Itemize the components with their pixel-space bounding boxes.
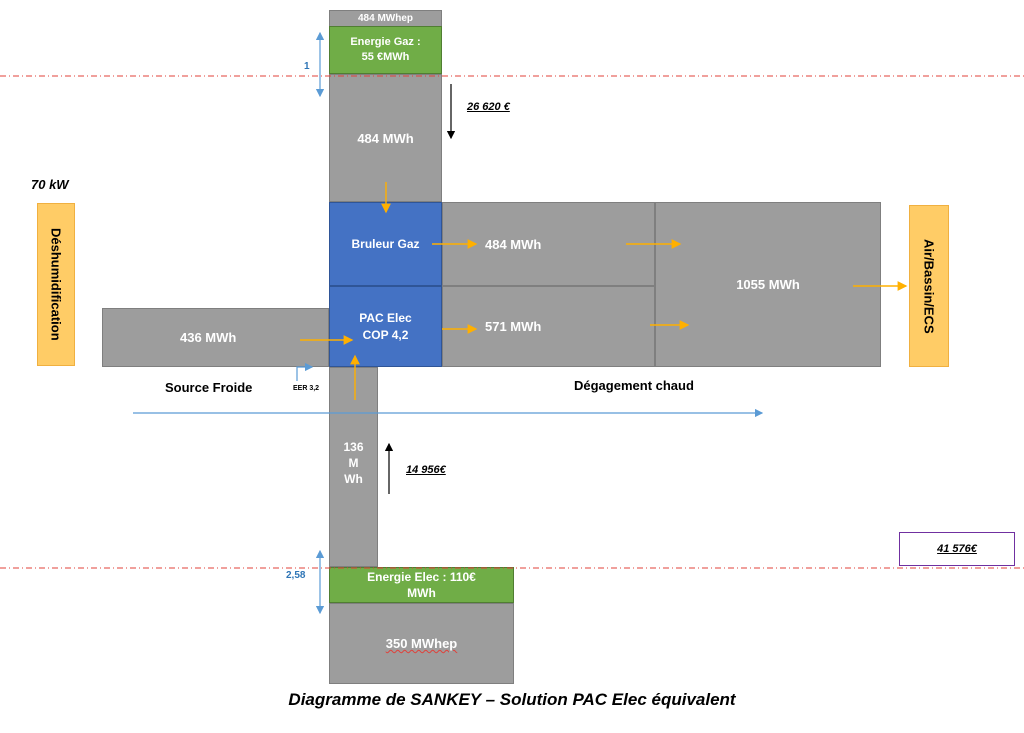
gas-energy-line1: Energie Gaz : xyxy=(350,36,421,48)
electric-energy-line1: Energie Elec : 110€ xyxy=(367,570,476,584)
electric-primary-box: 350 MWhep xyxy=(329,603,514,684)
gas-dimension-label: 1 xyxy=(304,61,310,72)
electric-flow-line2: M xyxy=(348,456,359,470)
heat-pump-block: PAC Elec COP 4,2 xyxy=(329,286,442,367)
cold-source-flow-label: 436 MWh xyxy=(180,330,237,345)
gas-flow-label: 484 MWh xyxy=(357,131,414,146)
eer-label: EER 3,2 xyxy=(293,385,320,392)
dehumidification-label: Déshumidification xyxy=(48,228,64,341)
dehumidification-box: Déshumidification xyxy=(37,203,75,366)
gas-energy-box: Energie Gaz : 55 €MWh xyxy=(329,26,442,74)
heat-pump-line1: PAC Elec xyxy=(359,310,412,325)
electric-dimension-label: 2,58 xyxy=(286,570,306,581)
output-use-box: Air/Bassin/ECS xyxy=(909,205,949,367)
gas-energy-line2: 55 €MWh xyxy=(361,51,410,63)
electric-energy-line2: MWh xyxy=(407,586,436,600)
burner-output-flow: 484 MWh xyxy=(442,202,655,286)
eer-bracket xyxy=(296,362,314,381)
gas-flow-block: 484 MWh xyxy=(329,74,442,202)
pac-output-label: 571 MWh xyxy=(485,319,542,334)
total-cost-label: 41 576€ xyxy=(937,543,977,555)
electric-energy-box: Energie Elec : 110€ MWh xyxy=(329,567,514,603)
electric-primary-label: 350 MWhep xyxy=(385,636,458,651)
gas-burner-label: Bruleur Gaz xyxy=(351,237,420,251)
total-output-label: 1055 MWh xyxy=(736,277,800,292)
power-label: 70 kW xyxy=(31,177,69,192)
total-cost-box: 41 576€ xyxy=(899,532,1015,566)
cold-source-flow: 436 MWh xyxy=(102,308,329,367)
electric-cost-label: 14 956€ xyxy=(406,464,446,476)
burner-output-label: 484 MWh xyxy=(485,236,542,252)
electric-flow-block: 136 M Wh xyxy=(329,367,378,567)
output-use-label: Air/Bassin/ECS xyxy=(921,238,937,334)
electric-flow-line3: Wh xyxy=(344,472,363,486)
gas-burner-block: Bruleur Gaz xyxy=(329,202,442,286)
gas-primary-label: 484 MWhep xyxy=(357,13,413,24)
heat-pump-line2: COP 4,2 xyxy=(362,327,409,342)
electric-flow-line1: 136 xyxy=(343,440,364,454)
diagram-caption: Diagramme de SANKEY – Solution PAC Elec … xyxy=(288,690,736,709)
gas-primary-box: 484 MWhep xyxy=(329,10,442,27)
total-output-flow: 1055 MWh xyxy=(655,202,881,367)
gas-cost-label: 26 620 € xyxy=(467,101,510,113)
heat-release-label: Dégagement chaud xyxy=(574,378,694,393)
pac-output-flow: 571 MWh xyxy=(442,286,655,367)
cold-source-label: Source Froide xyxy=(165,380,253,395)
